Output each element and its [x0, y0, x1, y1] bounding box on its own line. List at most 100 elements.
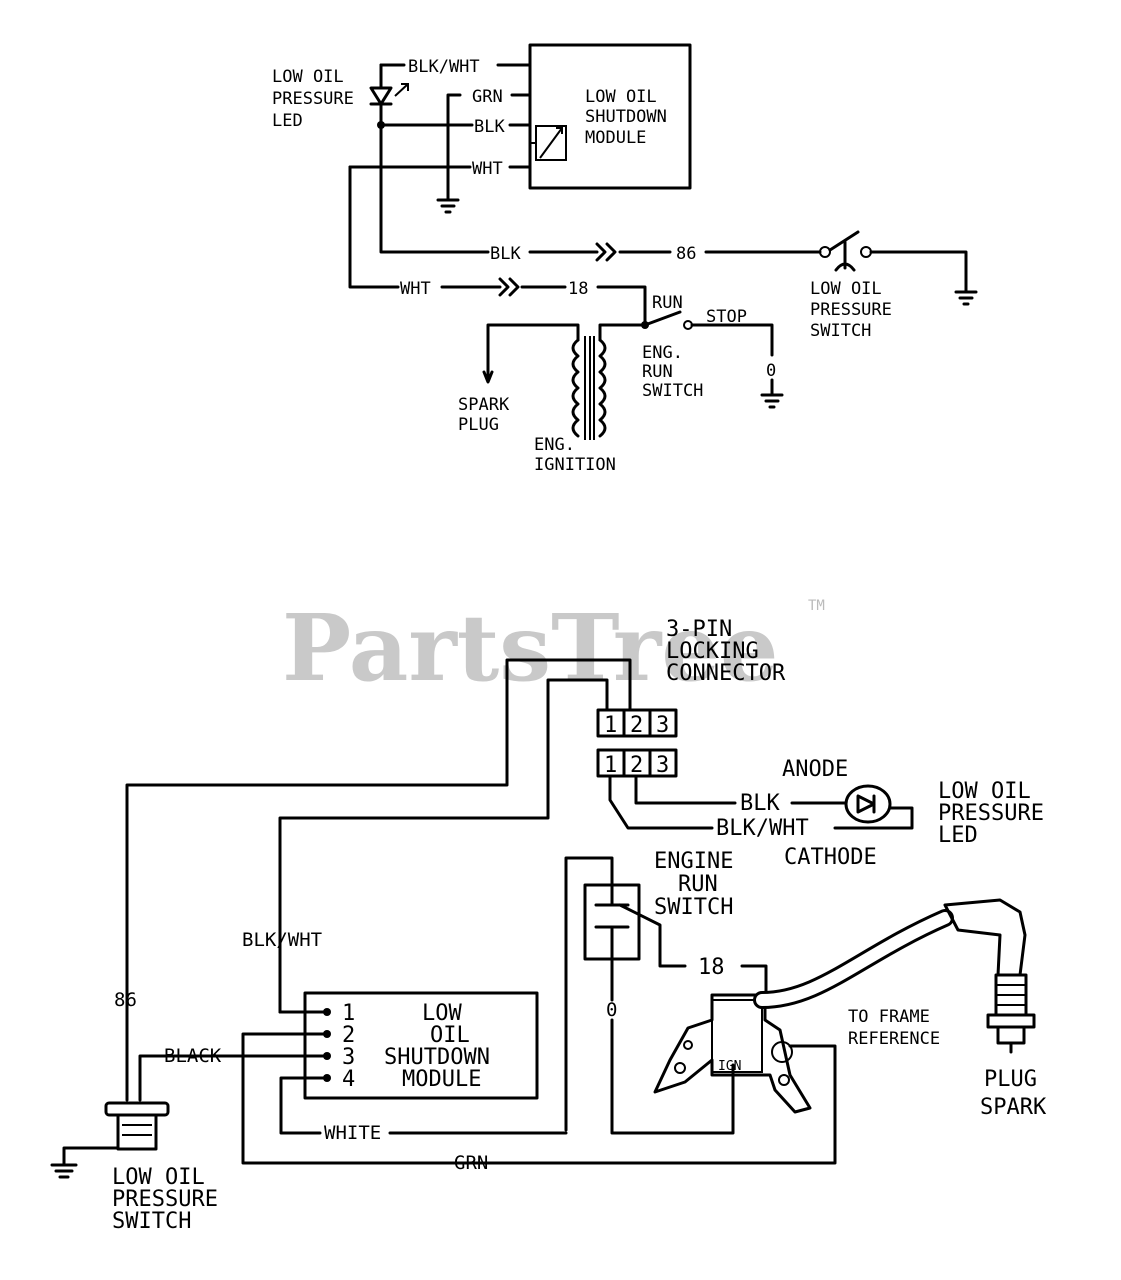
wire-blk-led	[634, 774, 847, 805]
ign-label: IGN	[718, 1059, 741, 1074]
connector-top-row: 1 2 3	[596, 708, 678, 738]
wire-black-bottom	[138, 1054, 329, 1102]
pressure-switch-contact-icon	[819, 246, 831, 258]
top-wire-label-wht-18: WHT	[400, 279, 431, 299]
bottom-grn-label: GRN	[454, 1152, 488, 1174]
top-shutdown-module-box	[528, 43, 692, 190]
frame-reference-label-2: REFERENCE	[848, 1029, 940, 1049]
spark-plug-icon	[943, 898, 1036, 1054]
top-zero-label: 0	[766, 361, 776, 381]
ground-icon	[760, 393, 784, 409]
connector-pin-bottom-2: 2	[630, 753, 643, 778]
top-wire-label-blk-wht: BLK/WHT	[408, 57, 480, 77]
connector-pin-top-2: 2	[630, 713, 643, 738]
wire-white-bottom	[279, 1076, 568, 1135]
top-pressure-switch-label-3: SWITCH	[810, 321, 871, 341]
top-schematic: LOW OIL PRESSURE LED LOW OIL SHUTDOWN MO…	[272, 43, 978, 475]
led-body-icon	[844, 784, 892, 824]
spark-plug-arrow-icon	[482, 370, 494, 384]
top-wire-label-wht: WHT	[472, 159, 503, 179]
bottom-wiring: 1 2 3 1 2 3	[50, 617, 1047, 1234]
bottom-module-label-2: OIL	[430, 1023, 470, 1048]
bottom-left-blk-wht-label: BLK/WHT	[242, 929, 322, 951]
led-diode-icon	[856, 794, 876, 814]
connector-pin-bottom-1: 1	[604, 753, 617, 778]
run-switch-blade-icon	[643, 310, 682, 327]
connector-bottom-row: 1 2 3	[596, 748, 678, 778]
bottom-pressure-switch-label-3: SWITCH	[112, 1209, 191, 1234]
top-run-switch-label-1: ENG.	[642, 343, 683, 363]
ground-icon	[436, 198, 460, 214]
ignition-primary-coil-icon	[571, 338, 580, 438]
bottom-wire-number-86: 86	[114, 989, 137, 1011]
module-pin-4: 4	[342, 1067, 355, 1092]
cathode-label: CATHODE	[784, 845, 877, 870]
top-spark-plug-label-1: SPARK	[458, 395, 510, 415]
engine-run-switch-contacts-icon	[594, 903, 630, 929]
bottom-module-label-1: LOW	[422, 1001, 462, 1026]
connector-pin-top-1: 1	[604, 713, 617, 738]
watermark-tm: TM	[808, 598, 825, 614]
wire-0-bottom	[610, 925, 735, 1135]
bottom-wire-label-blk: BLK	[740, 791, 780, 816]
top-pressure-switch-label-1: LOW OIL	[810, 279, 882, 299]
anode-label: ANODE	[782, 757, 848, 782]
wire-blk-wht-led	[608, 774, 914, 830]
connector-label-2: LOCKING	[666, 639, 759, 664]
bottom-wire-number-18: 18	[698, 955, 725, 980]
top-wire-label-grn: GRN	[472, 87, 503, 107]
wire-blk-86	[379, 123, 822, 254]
bottom-led-label-1: LOW OIL	[938, 779, 1031, 804]
connector-label-1: 3-PIN	[666, 617, 732, 642]
top-module-label-3: MODULE	[585, 128, 646, 148]
plug-spark-label-2: SPARK	[980, 1095, 1047, 1120]
top-led-label-2: PRESSURE	[272, 89, 354, 109]
wire-grn-top	[446, 93, 532, 202]
bottom-pressure-switch-label-1: LOW OIL	[112, 1165, 205, 1190]
wire-86-outer	[125, 658, 632, 1102]
connector-chevron-icon	[595, 242, 617, 262]
top-run-switch-label-2: RUN	[642, 362, 673, 382]
module-pin-3: 3	[342, 1045, 355, 1070]
plug-spark-label-1: PLUG	[984, 1067, 1037, 1092]
wire-wht-18	[348, 165, 647, 327]
top-pressure-switch-label-2: PRESSURE	[810, 300, 892, 320]
connector-pin-bottom-3: 3	[656, 753, 669, 778]
bottom-pressure-switch-icon	[50, 1101, 170, 1179]
top-ignition-label-2: IGNITION	[534, 455, 616, 475]
bottom-black-label: BLACK	[164, 1045, 222, 1067]
connector-chevron-icon	[498, 277, 520, 297]
module-variable-arrow	[539, 127, 563, 159]
top-led-label-3: LED	[272, 111, 303, 131]
bottom-led-label-2: PRESSURE	[938, 801, 1044, 826]
bottom-white-label: WHITE	[324, 1122, 381, 1144]
frame-reference-label-1: TO FRAME	[848, 1007, 930, 1027]
top-stop-label: STOP	[706, 307, 747, 327]
bottom-run-switch-label-1: ENGINE	[654, 849, 733, 874]
watermark-brand: PartsTree	[282, 594, 778, 702]
bottom-module-label-3: SHUTDOWN	[384, 1045, 490, 1070]
ignition-secondary-coil-icon	[598, 338, 607, 438]
top-spark-plug-label-2: PLUG	[458, 415, 499, 435]
top-wire-label-blk: BLK	[474, 117, 505, 137]
bottom-run-switch-label-3: SWITCH	[654, 895, 733, 920]
top-run-switch-label-3: SWITCH	[642, 381, 703, 401]
bottom-module-label-4: MODULE	[402, 1067, 481, 1092]
top-led-label-1: LOW OIL	[272, 67, 344, 87]
top-wire-number-18: 18	[568, 279, 588, 299]
pressure-actuator-icon	[834, 240, 856, 272]
ground-icon	[50, 1163, 78, 1179]
bottom-wire-label-blk-wht: BLK/WHT	[716, 816, 809, 841]
connector-pin-top-3: 3	[656, 713, 669, 738]
bottom-pressure-switch-label-2: PRESSURE	[112, 1187, 218, 1212]
bottom-shutdown-module-box	[303, 991, 539, 1100]
ground-icon	[954, 290, 978, 306]
bottom-wire-number-0: 0	[606, 999, 617, 1021]
wire-18-bottom	[618, 903, 768, 1002]
connector-label-3: CONNECTOR	[666, 661, 786, 686]
top-wire-number-86: 86	[676, 244, 696, 264]
top-run-label: RUN	[652, 293, 683, 313]
led-light-arrow-icon	[394, 83, 409, 97]
wire-grn-bottom	[241, 1032, 837, 1165]
